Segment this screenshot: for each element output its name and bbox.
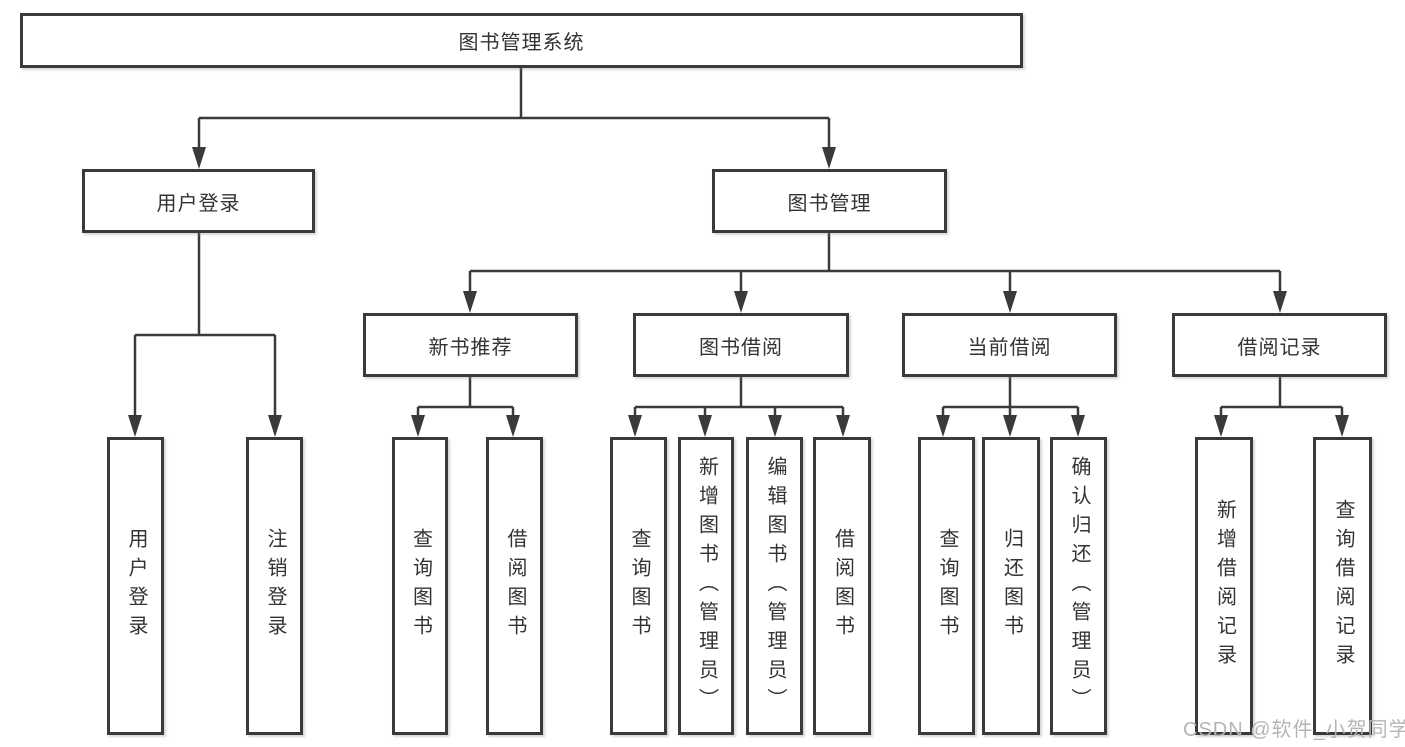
node-label: 借阅图书 <box>831 528 854 644</box>
node-label: 注销登录 <box>264 528 286 644</box>
node-label: 图书管理 <box>787 192 872 215</box>
node-label: 查询借阅记录 <box>1332 499 1354 673</box>
leaf-current-query-books: 查询图书 <box>918 437 975 735</box>
leaf-borrowing-borrow-books: 借阅图书 <box>813 437 871 735</box>
node-label: 当前借阅 <box>967 336 1052 359</box>
node-new-book-recommend: 新书推荐 <box>363 313 578 377</box>
node-label: 编辑图书（管理员） <box>764 455 786 717</box>
node-label: 用户登录 <box>156 192 241 215</box>
node-label: 查询图书 <box>628 528 650 644</box>
node-label: 借阅记录 <box>1237 336 1322 359</box>
leaf-borrowing-query-books: 查询图书 <box>610 437 667 735</box>
node-label: 用户登录 <box>125 528 147 644</box>
leaf-recommend-borrow-books: 借阅图书 <box>486 437 543 735</box>
tree-edges <box>135 68 1342 409</box>
csdn-watermark: CSDN @软件_小贺同学 <box>1183 719 1405 741</box>
leaf-borrowing-edit-books-admin: 编辑图书（管理员） <box>746 437 803 735</box>
arrow-shafts <box>133 118 1344 417</box>
node-label: 查询图书 <box>409 528 432 644</box>
leaf-user-login: 用户登录 <box>107 437 164 735</box>
node-label: 确认归还（管理员） <box>1068 455 1090 717</box>
leaf-borrowing-add-books-admin: 新增图书（管理员） <box>678 437 734 735</box>
leaf-records-add-borrow-record: 新增借阅记录 <box>1195 437 1253 735</box>
leaf-records-query-borrow-record: 查询借阅记录 <box>1313 437 1372 735</box>
leaf-recommend-query-books: 查询图书 <box>392 437 448 735</box>
node-user-login: 用户登录 <box>82 169 315 233</box>
leaf-current-return-books: 归还图书 <box>982 437 1040 735</box>
node-library-management-system: 图书管理系统 <box>20 13 1023 68</box>
node-label: 查询图书 <box>936 528 958 644</box>
node-label: 图书管理系统 <box>458 32 585 54</box>
node-label: 新书推荐 <box>428 336 513 359</box>
node-book-management: 图书管理 <box>712 169 947 233</box>
node-current-borrowing: 当前借阅 <box>902 313 1117 377</box>
node-label: 归还图书 <box>1000 528 1023 644</box>
leaf-current-confirm-return-admin: 确认归还（管理员） <box>1050 437 1107 735</box>
node-label: 新增借阅记录 <box>1213 499 1236 673</box>
node-label: 图书借阅 <box>699 336 783 359</box>
node-label: 借阅图书 <box>504 528 526 644</box>
node-label: 新增图书（管理员） <box>695 455 718 717</box>
leaf-logout: 注销登录 <box>246 437 303 735</box>
arrowheads <box>128 147 1349 437</box>
node-borrowing-records: 借阅记录 <box>1172 313 1387 377</box>
node-book-borrowing: 图书借阅 <box>633 313 849 377</box>
